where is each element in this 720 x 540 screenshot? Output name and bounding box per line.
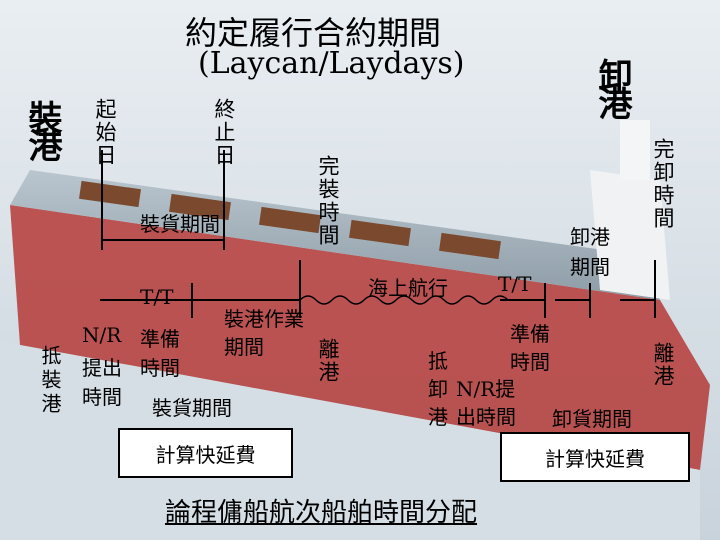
ready-right-line1: 準備 [510,322,550,346]
ready-right-line2: 時間 [510,350,550,374]
loading-period-upper-line1: 裝貨期間 [140,212,220,236]
depart-right-label: 離港 [651,342,675,388]
nr-left-line3: 時間 [82,385,122,409]
loading-port-label: 裝港 [22,100,62,156]
tt-left-label: T/T [140,285,174,309]
start-date-label: 起始日 [93,98,117,167]
depart-left-label: 離港 [316,338,340,384]
page-title: 約定履行合約期間 [185,14,442,52]
right-di-label: 抵 [428,349,448,373]
right-submit-time-label: 出時間 [456,405,516,429]
discharge-port-label: 卸港 [592,58,632,114]
tt-right-label: T/T [498,272,532,296]
calc-demurrage-right-box: 計算快延費 [500,432,690,482]
discharge-period-lower-label: 卸貨期間 [552,407,632,431]
end-date-label: 終止日 [212,98,236,167]
sea-voyage-label: 海上航行 [368,276,448,300]
discharge-port-period-label: 卸港期間 [570,225,610,279]
page-subtitle: (Laycan/Laydays) [198,46,465,81]
ready-left-line1: 準備 [140,327,180,351]
discharge-complete-time-label: 完卸時間 [651,138,675,230]
right-nr-submit-label: N/R提 [456,377,516,401]
right-xie-label: 卸 [428,377,448,401]
nr-left-line1: N/R [82,323,122,347]
loading-period-lower-label: 裝貨期間 [152,396,232,420]
right-gang-label: 港 [428,405,448,429]
bottom-caption: 論程傭船航次船舶時間分配 [165,498,478,528]
loading-ops-period-label: 裝港作業期間 [224,307,304,359]
sea-voyage-wave [299,295,509,305]
nr-left-line2: 提出 [82,356,122,380]
ready-left-line2: 時間 [140,356,180,380]
calc-demurrage-left-box: 計算快延費 [118,428,293,478]
loading-complete-time-label: 完裝時間 [316,155,340,247]
arrive-loading-port-label: 抵裝港 [38,345,62,417]
